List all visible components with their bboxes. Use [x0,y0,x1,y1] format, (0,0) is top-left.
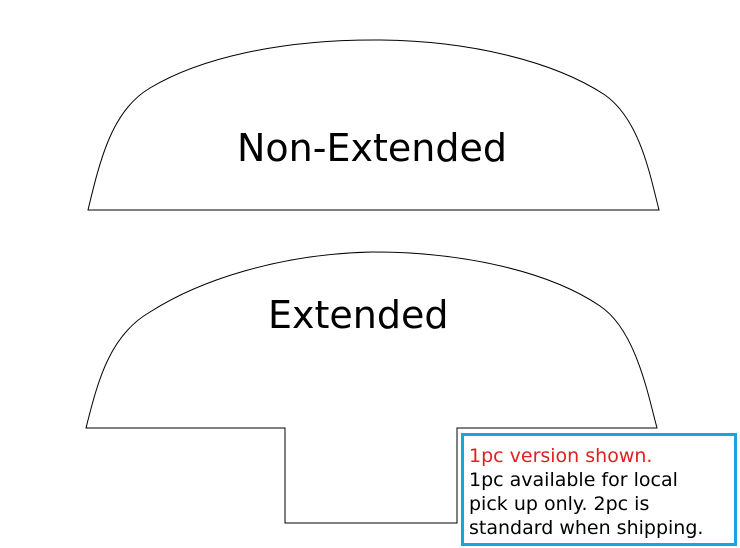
shipping-note-text: 1pc version shown. 1pc available for loc… [469,444,703,540]
extended-shape [85,251,658,524]
note-line: 1pc available for local [469,469,678,491]
note-line: pick up only. 2pc is [469,493,650,515]
non-extended-label: Non-Extended [237,126,507,170]
extended-label: Extended [268,293,449,337]
note-highlight-line: 1pc version shown. [469,445,653,467]
shipping-note-box: 1pc version shown. 1pc available for loc… [461,433,737,546]
note-line: standard when shipping. [469,517,704,539]
non-extended-shape [87,39,660,211]
